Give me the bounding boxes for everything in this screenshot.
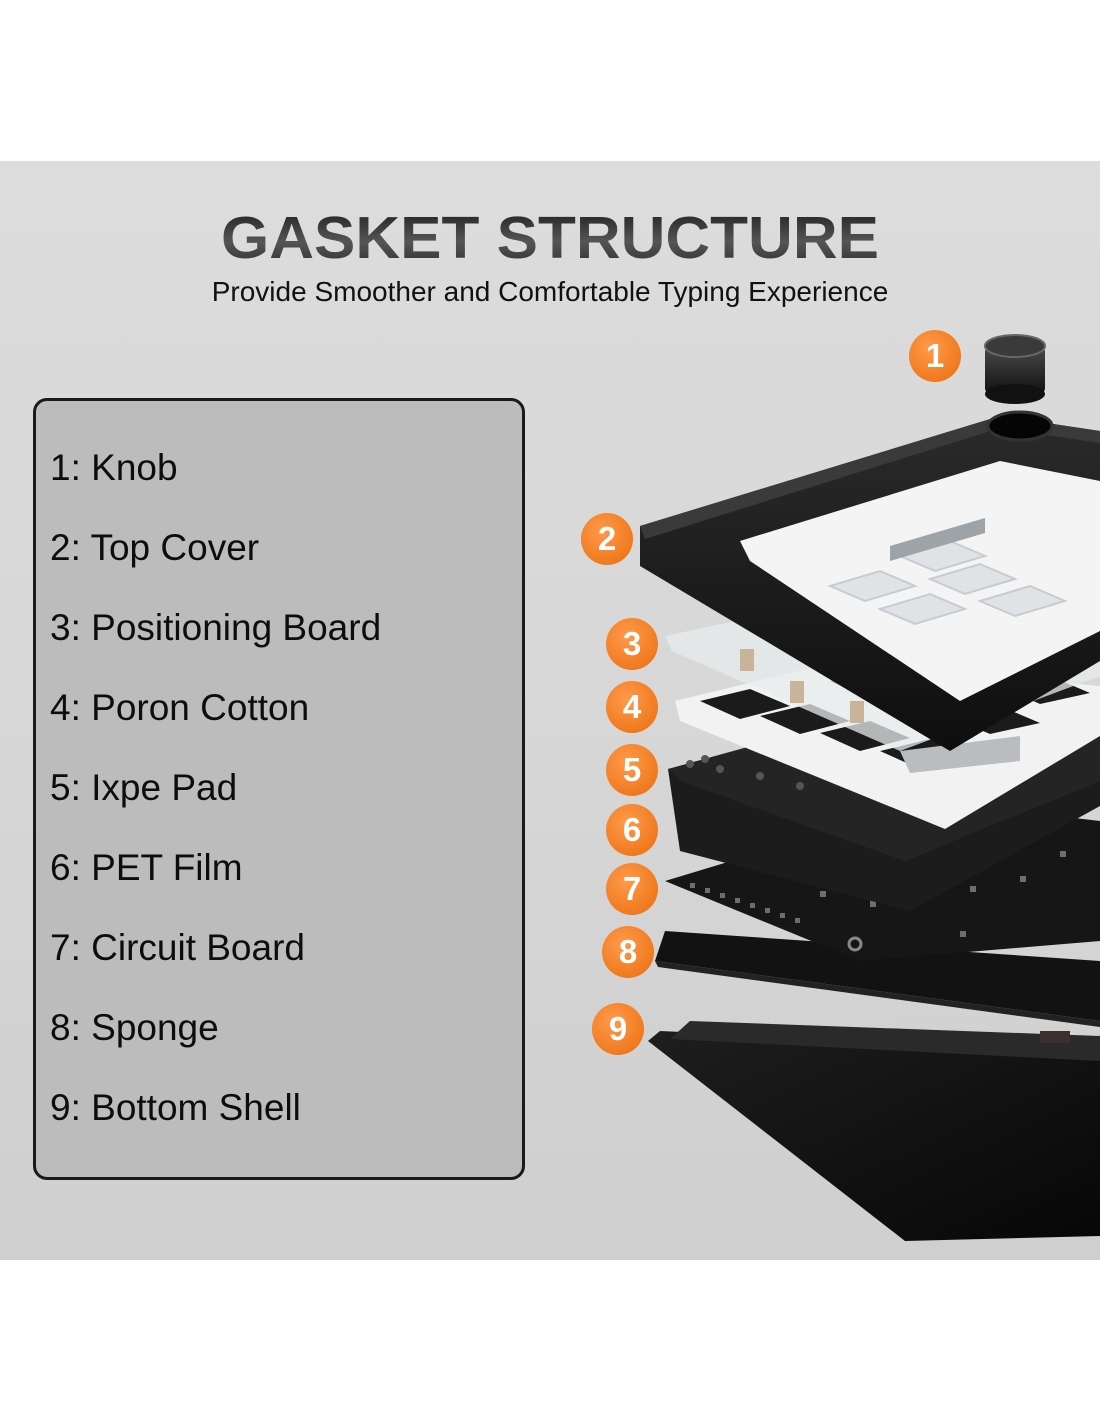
legend-item-bottom-shell: 9: Bottom Shell — [50, 1087, 301, 1128]
badge-1: 1 — [909, 330, 961, 382]
exploded-keyboard-illustration — [640, 334, 1100, 1241]
legend-item-sponge: 8: Sponge — [50, 1007, 219, 1048]
legend-item-poron-cotton: 4: Poron Cotton — [50, 687, 310, 728]
legend-item-ixpe-pad: 5: Ixpe Pad — [50, 767, 238, 808]
sponge-layer — [655, 931, 1100, 1027]
legend-item-pet-film: 6: PET Film — [50, 847, 243, 888]
legend-item-top-cover: 2: Top Cover — [50, 527, 260, 568]
knob-part — [984, 334, 1046, 404]
legend-item-positioning-board: 3: Positioning Board — [50, 607, 382, 648]
bottom-shell-layer — [648, 1021, 1100, 1241]
badge-9: 9 — [592, 1003, 644, 1055]
badge-3: 3 — [606, 618, 658, 670]
badge-8: 8 — [602, 926, 654, 978]
badge-4: 4 — [606, 681, 658, 733]
infographic-panel: GASKET STRUCTURE Provide Smoother and Co… — [0, 161, 1100, 1260]
badge-6: 6 — [606, 804, 658, 856]
legend-box: 1: Knob 2: Top Cover 3: Positioning Boar… — [33, 398, 525, 1180]
legend-item-circuit-board: 7: Circuit Board — [50, 927, 305, 968]
legend-item-knob: 1: Knob — [50, 447, 178, 488]
page-subtitle: Provide Smoother and Comfortable Typing … — [211, 276, 889, 307]
badge-5: 5 — [606, 744, 658, 796]
top-cover-layer — [640, 410, 1100, 751]
badge-7: 7 — [606, 863, 658, 915]
badge-2: 2 — [581, 513, 633, 565]
page-title: GASKET STRUCTURE — [0, 205, 1100, 272]
